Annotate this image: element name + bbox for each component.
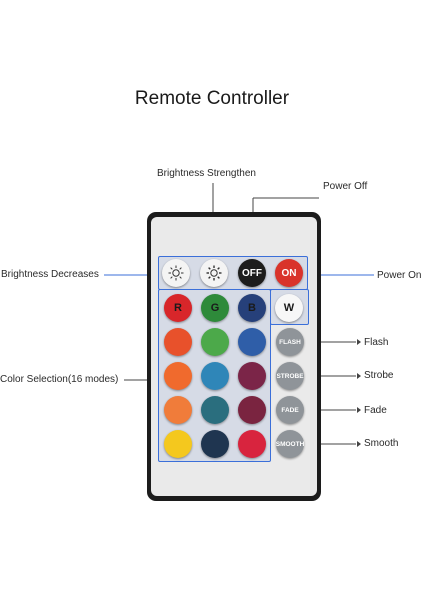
color-button[interactable] [201, 430, 229, 458]
power-off-button[interactable]: OFF [238, 259, 266, 287]
page-title: Remote Controller [134, 88, 290, 109]
color-button[interactable] [238, 362, 266, 390]
brightness-decrease-button[interactable] [162, 259, 190, 287]
white-button[interactable]: W [275, 294, 303, 322]
label-fade: Fade [364, 405, 387, 416]
color-button[interactable] [164, 362, 192, 390]
color-button[interactable] [201, 362, 229, 390]
label-strobe: Strobe [364, 370, 394, 381]
brightness-down-icon [168, 265, 184, 281]
color-button[interactable] [238, 396, 266, 424]
label-smooth: Smooth [364, 438, 399, 449]
blue-button[interactable]: B [238, 294, 266, 322]
color-button[interactable] [164, 430, 192, 458]
color-button[interactable] [164, 328, 192, 356]
fade-button[interactable]: FADE [276, 396, 304, 424]
label-brightness-decreases: Brightness Decreases [1, 269, 99, 280]
label-color-selection: Color Selection(16 modes) [0, 374, 119, 385]
red-button[interactable]: R [164, 294, 192, 322]
color-button[interactable] [238, 430, 266, 458]
color-button[interactable] [238, 328, 266, 356]
label-power-on: Power On [377, 270, 422, 281]
color-button[interactable] [164, 396, 192, 424]
color-button[interactable] [201, 396, 229, 424]
flash-button[interactable]: FLASH [276, 328, 304, 356]
green-button[interactable]: G [201, 294, 229, 322]
label-brightness-strengthen: Brightness Strengthen [157, 168, 256, 179]
color-button[interactable] [201, 328, 229, 356]
brightness-increase-button[interactable] [200, 259, 228, 287]
label-flash: Flash [364, 337, 389, 348]
power-on-button[interactable]: ON [275, 259, 303, 287]
label-power-off: Power Off [323, 181, 368, 192]
strobe-button[interactable]: STROBE [276, 362, 304, 390]
brightness-up-icon [206, 265, 222, 281]
smooth-button[interactable]: SMOOTH [276, 430, 304, 458]
